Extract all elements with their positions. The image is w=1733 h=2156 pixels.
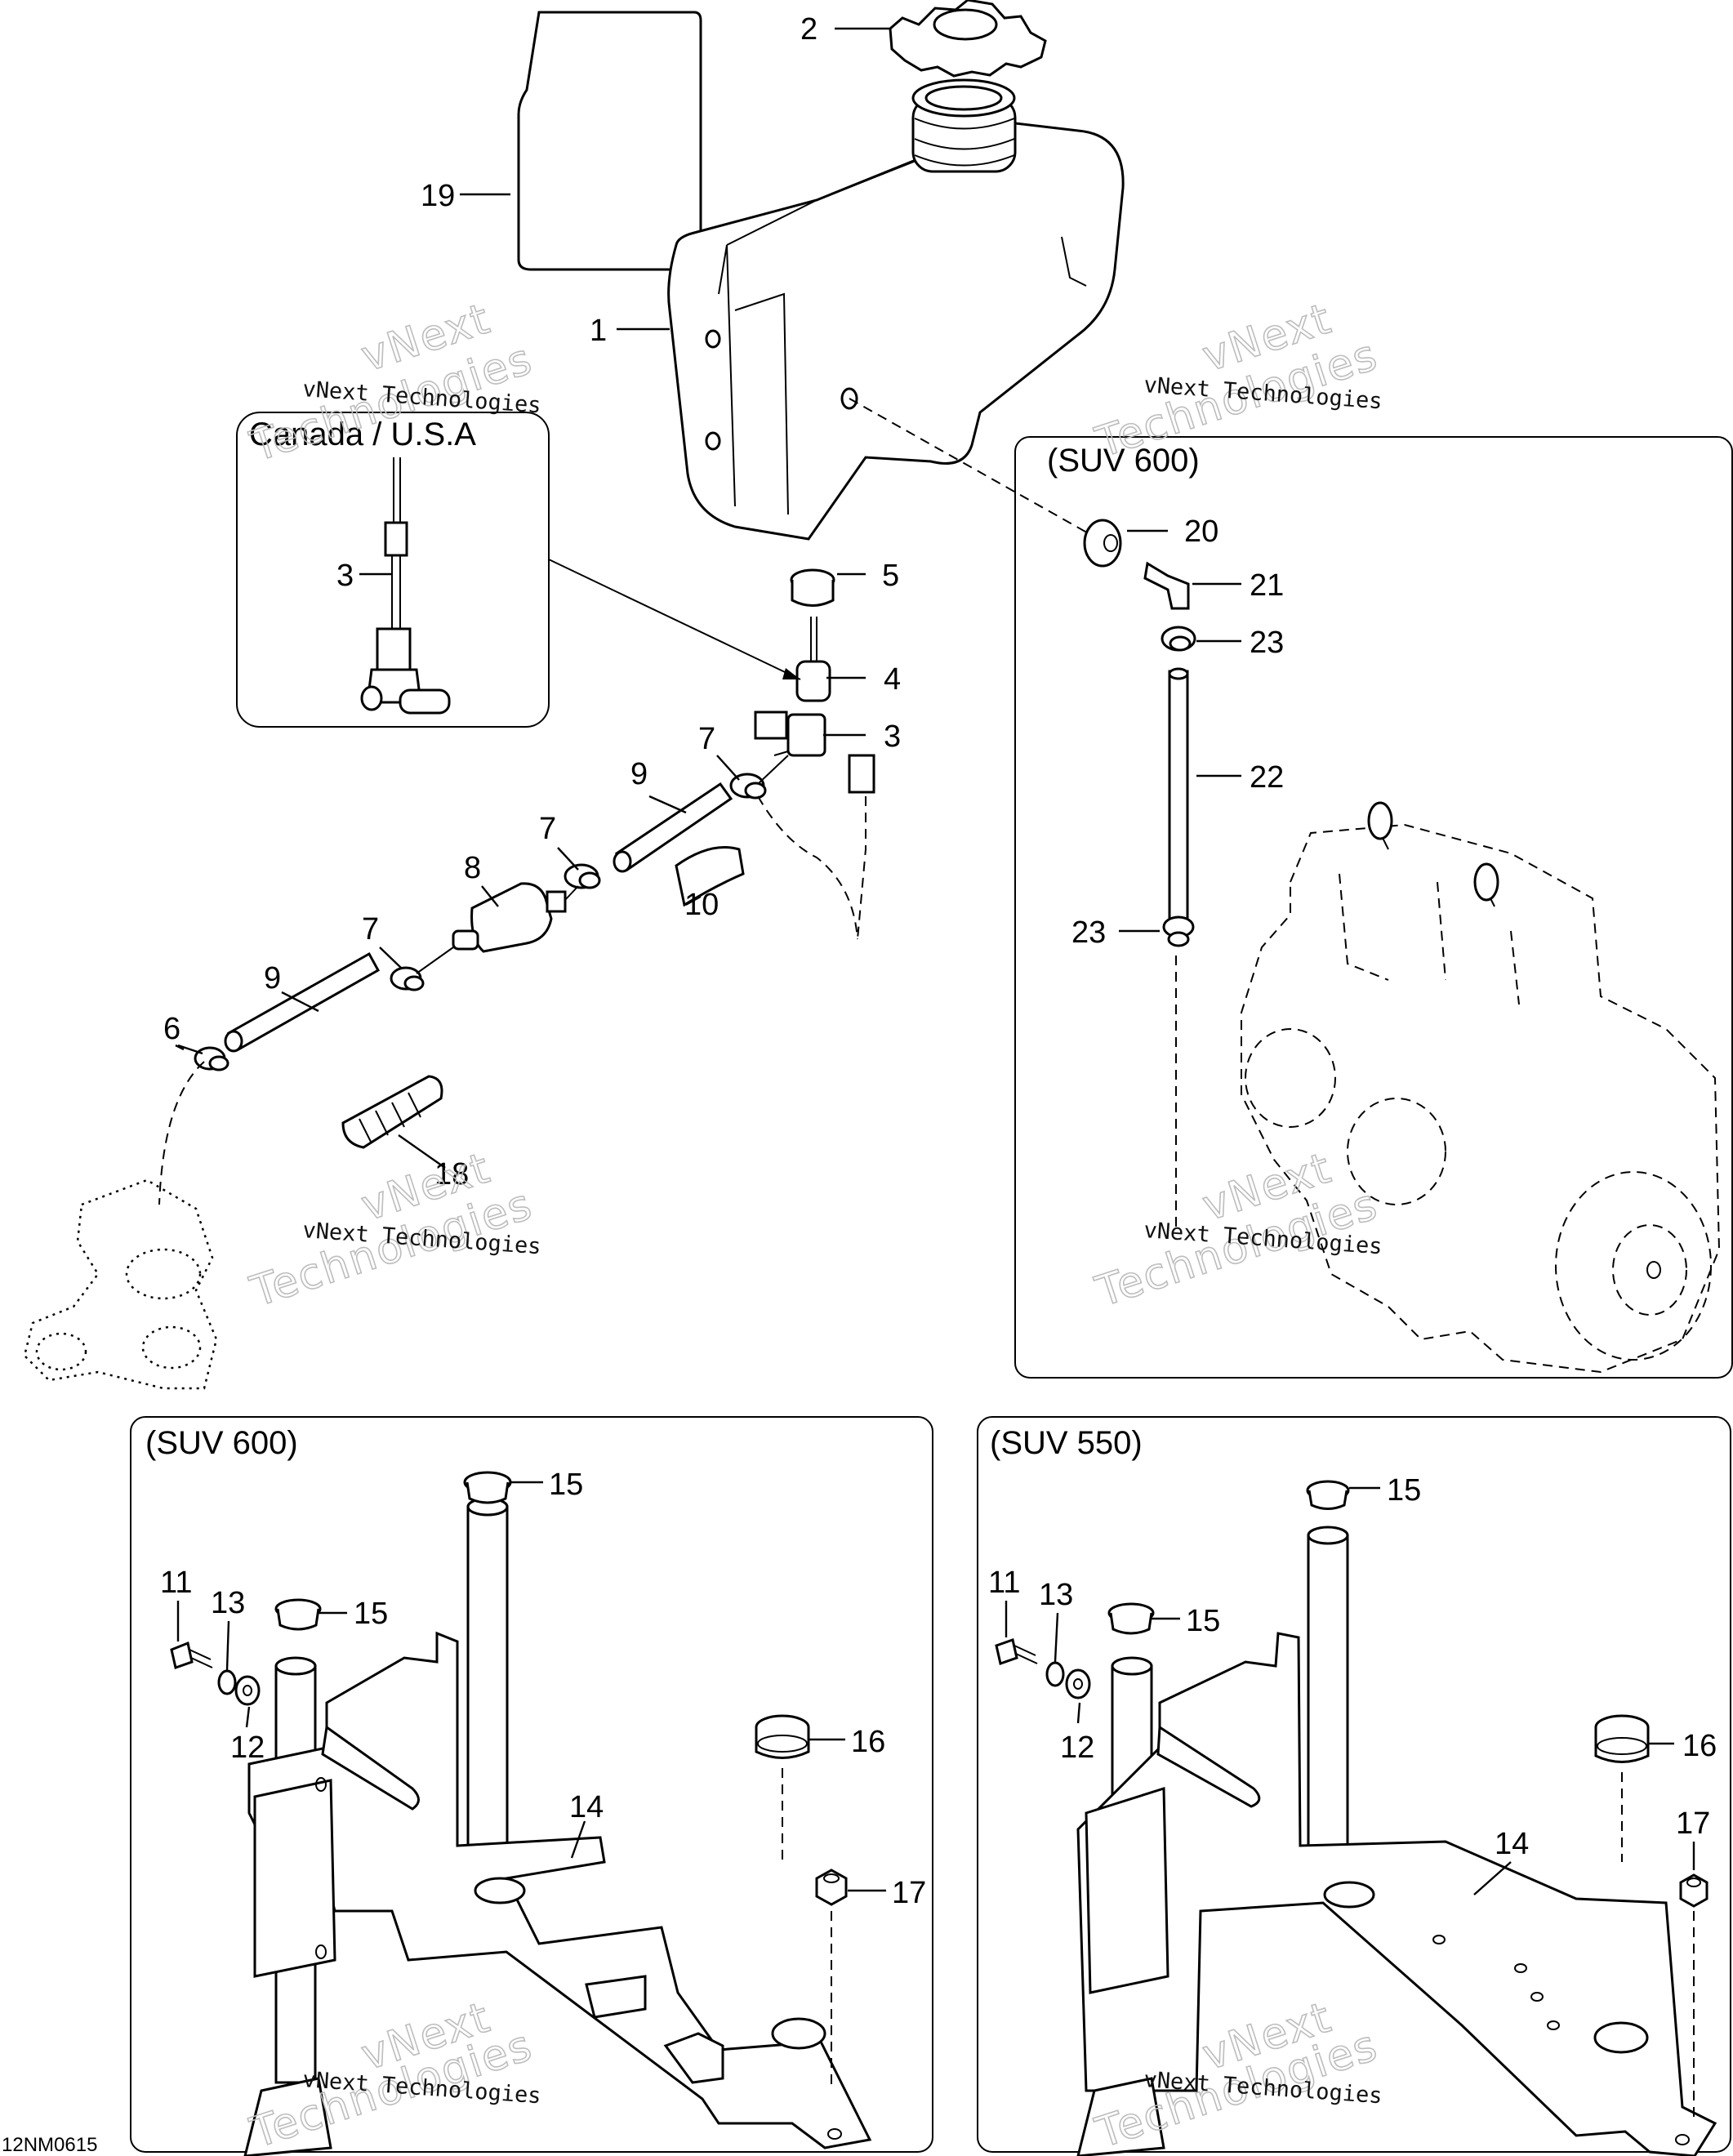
callout-1: 1 (590, 314, 607, 348)
leader-lines (175, 27, 1695, 1895)
washer-12-suv550 (1065, 1668, 1091, 1699)
callout-7-lower: 7 (362, 912, 379, 947)
grommet-15-suv550-side (1107, 1602, 1155, 1635)
connector-b (564, 885, 579, 901)
grommet-15-suv600-side (274, 1598, 322, 1631)
callout-15-suv550-side: 15 (1186, 1604, 1220, 1638)
grommet-5 (790, 568, 835, 607)
callout-10: 10 (684, 888, 719, 922)
callout-7-upper: 7 (698, 722, 715, 756)
figure-code: 12NM0615 (2, 2134, 97, 2156)
panel-title-suv550-bottom: (SUV 550) (990, 1425, 1143, 1461)
connector-a (757, 755, 789, 785)
callout-14-suv600: 14 (569, 1790, 604, 1824)
callout-2: 2 (800, 12, 817, 47)
panel-canada-usa-frame (236, 412, 550, 728)
tank-support-14-suv550 (1076, 1526, 1717, 2156)
callout-15-suv600-side: 15 (354, 1597, 388, 1631)
spring-10 (675, 846, 745, 907)
lock-washer-13-suv550 (1045, 1661, 1065, 1687)
callout-5: 5 (882, 559, 899, 593)
inset-arrow-head (782, 668, 800, 679)
callout-13-suv550: 13 (1039, 1578, 1073, 1612)
decal-sticker-19 (517, 11, 702, 271)
fuel-cap-2 (889, 0, 1047, 78)
fuel-pickup-4 (795, 617, 831, 702)
routing-line-4 (849, 398, 1099, 540)
nut-17-suv600 (815, 1869, 848, 1906)
callout-9-lower: 9 (264, 961, 281, 996)
fuel-valve-3 (754, 710, 875, 794)
panel-title-suv600-bottom: (SUV 600) (145, 1425, 298, 1461)
callout-3-inset: 3 (336, 559, 354, 593)
inset-arrow-line (548, 559, 801, 680)
callout-13-suv600: 13 (211, 1586, 245, 1620)
panel-title-suv600-top: (SUV 600) (1047, 443, 1200, 479)
callout-11-suv550: 11 (988, 1566, 1020, 1600)
callout-20: 20 (1184, 514, 1218, 549)
callout-16-suv550: 16 (1682, 1729, 1717, 1763)
fuel-hose-9-lower (224, 951, 381, 1053)
clamp-7-middle (564, 863, 601, 889)
clamp-7-lower (390, 966, 425, 991)
watermark-2: vNext Technologies vNext Technologies (1089, 293, 1385, 468)
watermark-4: vNext Technologies vNext Technologies (1089, 1143, 1385, 1317)
bolt-11-suv600 (170, 1641, 213, 1669)
callout-15-suv600-top: 15 (549, 1468, 583, 1502)
panel-suv600-top-frame (1014, 436, 1733, 1379)
callout-12-suv600: 12 (230, 1731, 265, 1765)
panel-suv600-bottom-frame (130, 1416, 933, 2153)
callout-16-suv600: 16 (851, 1725, 885, 1759)
spring-sleeve-18 (341, 1075, 443, 1149)
callout-23-lower: 23 (1071, 915, 1106, 950)
callout-14-suv550: 14 (1495, 1827, 1529, 1861)
callout-12-suv550: 12 (1060, 1731, 1094, 1765)
grommet-15-suv600-top (463, 1471, 512, 1504)
bushing-16-suv600 (755, 1714, 810, 1759)
fuel-hose-9-upper (613, 782, 733, 873)
panel-suv550-bottom-frame (977, 1416, 1731, 2153)
callout-4: 4 (884, 662, 901, 697)
callout-6: 6 (163, 1012, 180, 1046)
routing-line-3 (158, 1061, 205, 1205)
callout-17-suv600: 17 (892, 1876, 926, 1910)
callout-19: 19 (421, 179, 455, 213)
tank-support-14-suv600 (243, 1497, 872, 2156)
callout-18: 18 (434, 1157, 469, 1192)
engine-outline (1241, 801, 1721, 1374)
fuel-tank-1 (667, 78, 1125, 541)
watermark-3: vNext Technologies vNext Technologies (244, 1143, 542, 1317)
callout-15-suv550-top: 15 (1387, 1473, 1421, 1508)
callout-21: 21 (1250, 568, 1284, 603)
lock-washer-13-suv600 (217, 1669, 237, 1695)
elbow-fitting-21 (1143, 561, 1190, 610)
grommet-15-suv550-top (1306, 1480, 1350, 1510)
clamp-23-lower (1162, 915, 1195, 947)
callout-9-upper: 9 (630, 757, 648, 791)
routing-line-2 (857, 796, 866, 940)
callout-3: 3 (884, 719, 901, 754)
routing-line-1 (757, 795, 858, 940)
grommet-20 (1083, 519, 1122, 568)
callout-8: 8 (464, 851, 481, 885)
callout-7-middle: 7 (539, 812, 556, 846)
bushing-16-suv550 (1594, 1714, 1650, 1763)
callout-17-suv550: 17 (1676, 1806, 1710, 1841)
connector-c (416, 947, 454, 974)
inset-fuel-valve-3 (360, 457, 451, 715)
fuel-filter-8 (452, 882, 567, 953)
washer-12-suv600 (234, 1675, 261, 1706)
panel-title-canada-usa: Canada / U.S.A (249, 416, 476, 452)
fuel-hose-22 (1168, 667, 1189, 933)
nut-17-suv550 (1679, 1873, 1708, 1908)
bolt-11-suv550 (995, 1638, 1038, 1665)
callout-22: 22 (1250, 760, 1284, 795)
carburetor-outline (23, 1178, 218, 1390)
callout-11-suv600: 11 (160, 1566, 192, 1600)
callout-23-upper: 23 (1250, 626, 1284, 660)
clamp-23-upper (1161, 626, 1196, 652)
